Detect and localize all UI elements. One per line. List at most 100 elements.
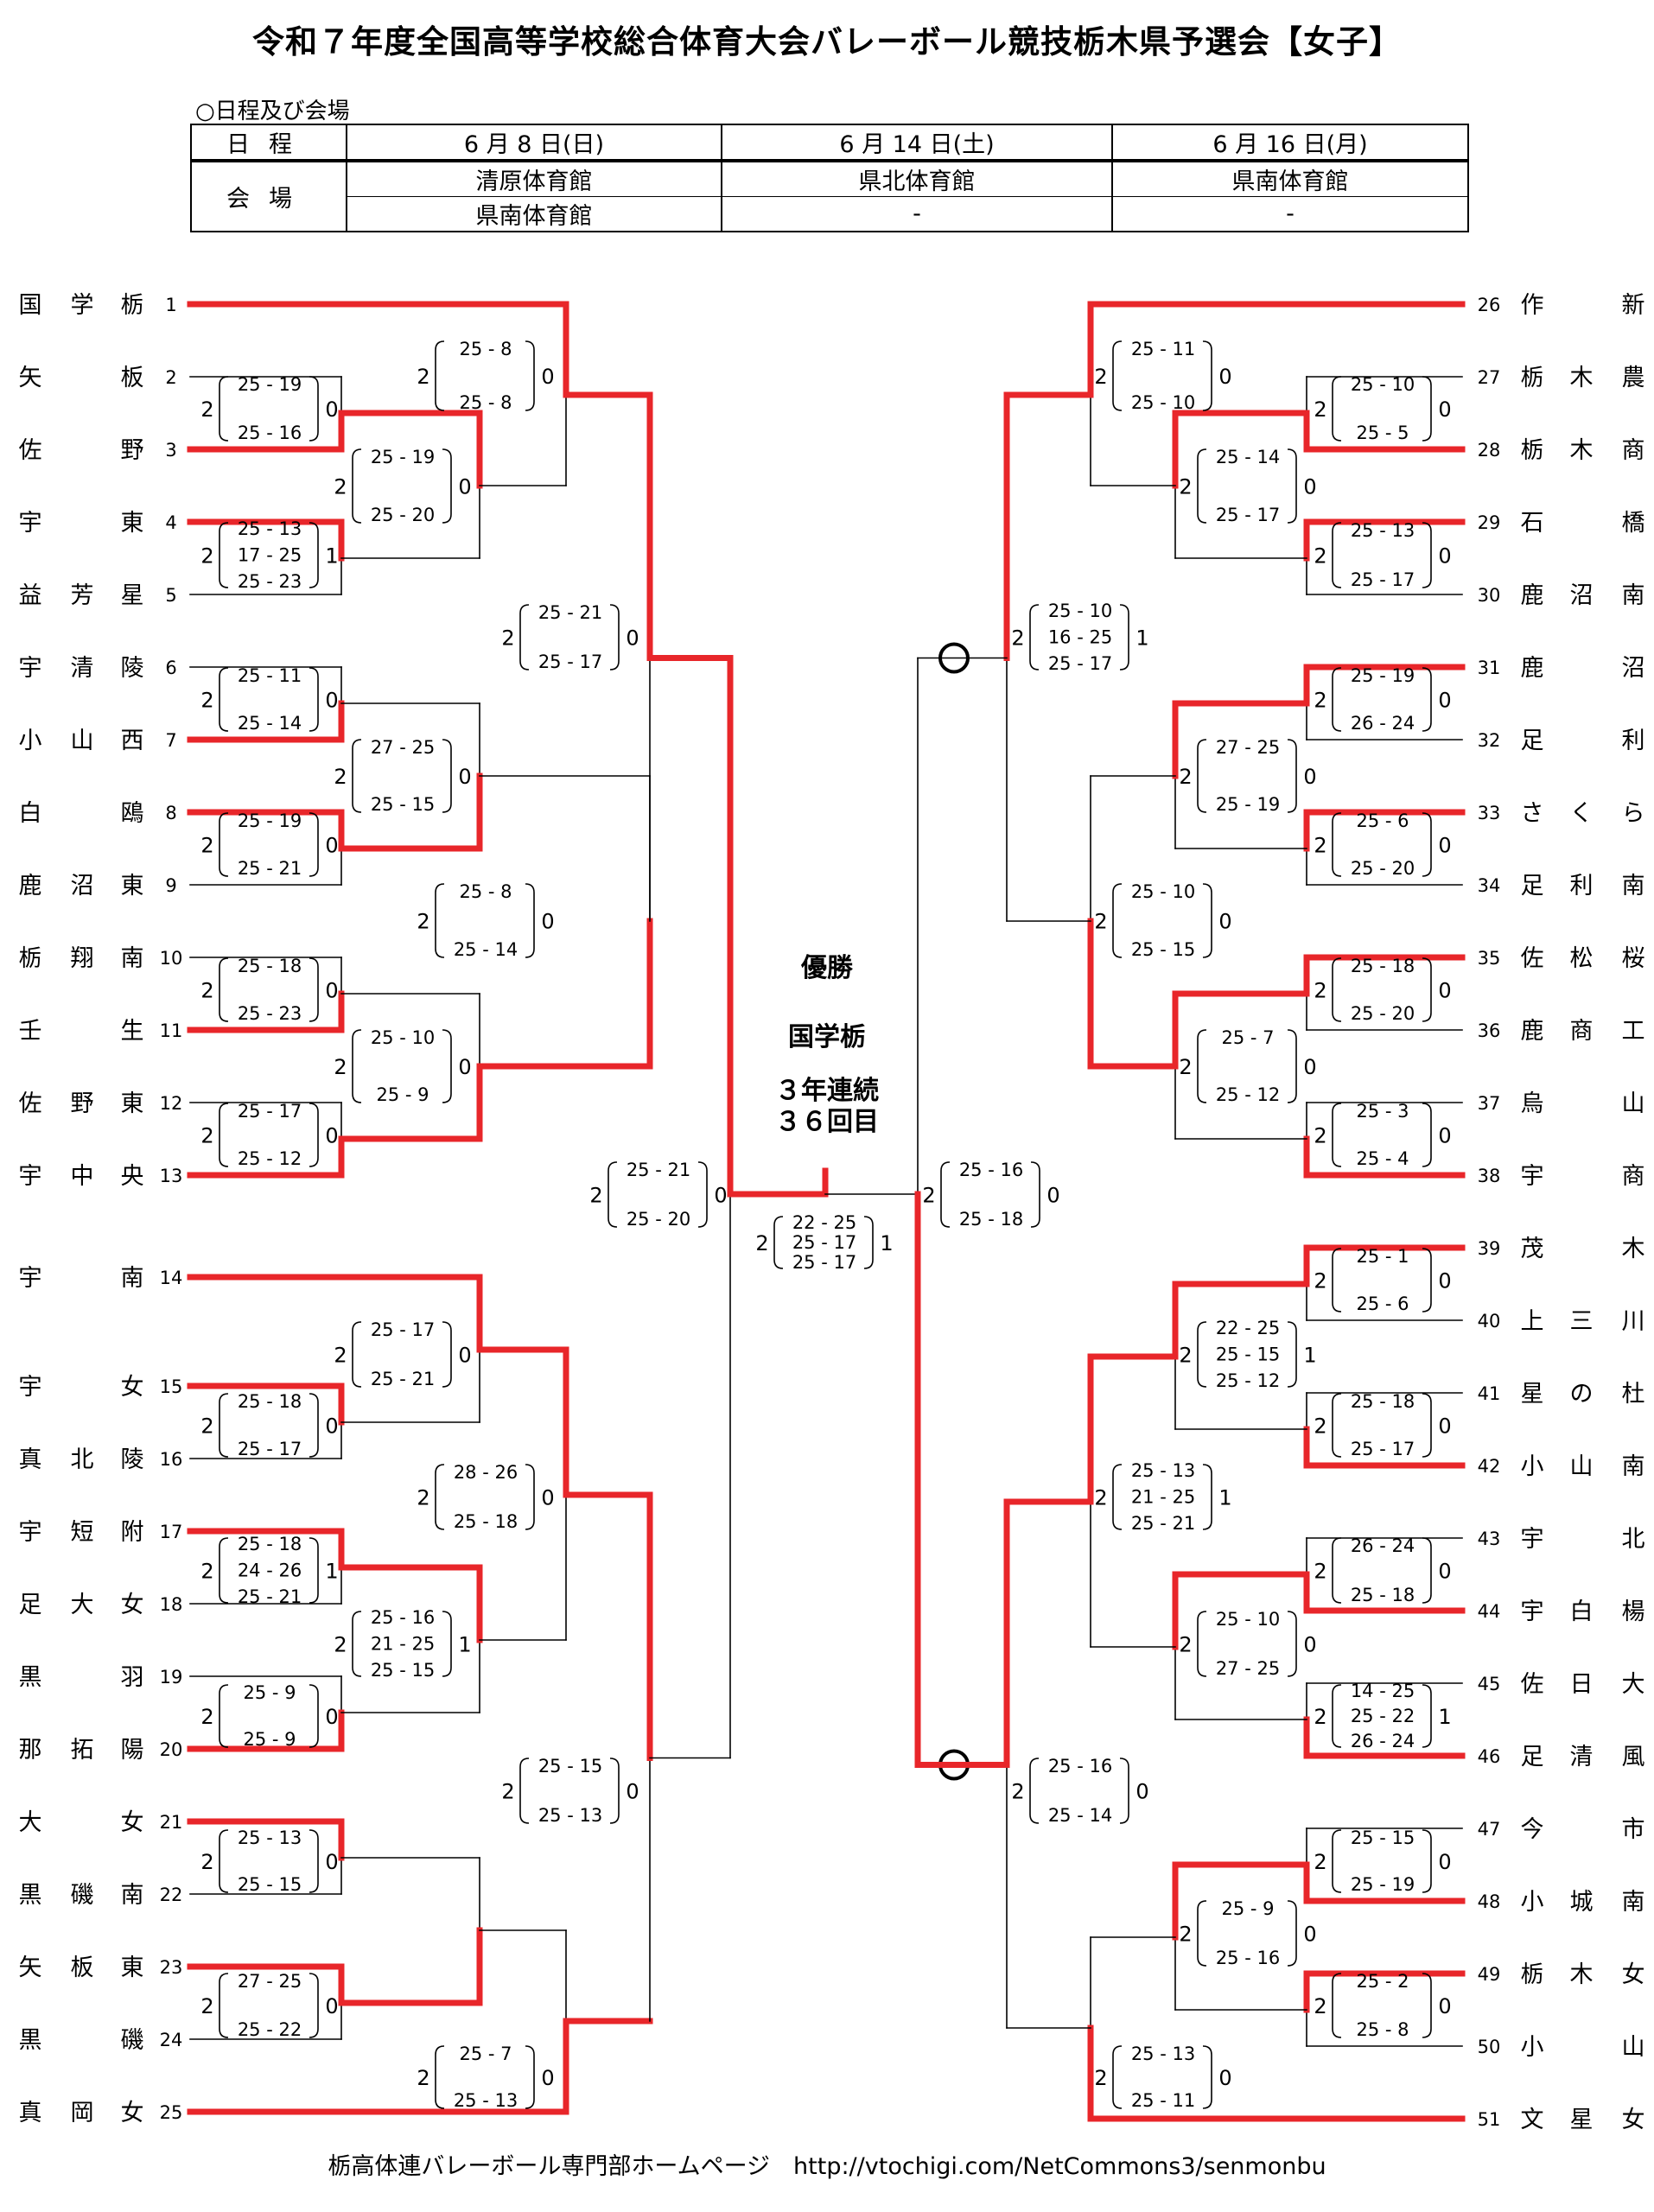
- match-sets-won: 2: [200, 1124, 213, 1148]
- match-sets-won: 2: [1094, 910, 1107, 934]
- set-score: 25 - 13: [1131, 2044, 1195, 2064]
- team-name-char: 東: [121, 873, 144, 899]
- team-name-char: 宇: [19, 1374, 42, 1401]
- schedule-venue-2a: 県北体育館: [721, 160, 1113, 197]
- score-bracket: [352, 1611, 362, 1677]
- set-score: 17 - 25: [238, 545, 302, 566]
- team-name-char: 鴎: [121, 800, 144, 827]
- set-score: 25 - 21: [627, 1160, 690, 1180]
- team-name-char: 野: [71, 1090, 94, 1117]
- team-name-char: 川: [1622, 1308, 1645, 1335]
- score-bracket: [219, 522, 229, 588]
- set-score: 25 - 11: [1131, 2090, 1195, 2111]
- match-sets-lost: 0: [1438, 979, 1451, 1003]
- team-name-char: 工: [1622, 1018, 1645, 1045]
- team-name-char: 東: [121, 1090, 144, 1117]
- set-score: 14 - 25: [1351, 1681, 1415, 1701]
- team-name-char: 黒: [19, 2027, 42, 2054]
- team-name-char: 女: [121, 2100, 144, 2126]
- match-sets-won: 2: [200, 979, 213, 1003]
- team-name-char: 央: [121, 1163, 144, 1190]
- score-bracket: [525, 340, 535, 411]
- score-bracket: [219, 812, 229, 877]
- score-bracket: [1422, 667, 1432, 732]
- match-sets-won: 2: [334, 1633, 347, 1657]
- set-score: 25 - 17: [792, 1252, 856, 1273]
- set-score: 25 - 14: [1048, 1805, 1112, 1826]
- team-name-char: 北: [71, 1446, 94, 1473]
- schedule-date-label: 日程: [190, 124, 347, 162]
- match-sets-lost: 1: [325, 544, 338, 569]
- set-score: 25 - 18: [238, 1391, 302, 1412]
- schedule-venue-3a: 県南体育館: [1111, 160, 1469, 197]
- score-bracket: [1287, 1900, 1297, 1967]
- team-name-char: 東: [121, 1955, 144, 1981]
- schedule-venue-3b: -: [1111, 196, 1469, 232]
- set-score: 25 - 16: [959, 1160, 1023, 1180]
- page-title: 令和７年度全国高等学校総合体育大会バレーボール競技栃木県予選会【女子】: [252, 23, 1402, 60]
- team-name-char: 木: [1570, 1961, 1594, 1988]
- team-name-char: 国: [19, 292, 42, 319]
- match-sets-won: 2: [1314, 1124, 1326, 1148]
- set-score: 25 - 14: [454, 939, 518, 960]
- team-seed: 27: [1478, 367, 1501, 388]
- score-bracket: [1422, 1684, 1432, 1748]
- team-name-char: 杜: [1622, 1381, 1645, 1408]
- team-name-char: 女: [121, 1592, 144, 1618]
- set-score: 25 - 21: [371, 1369, 435, 1389]
- team-name-char: 沼: [1622, 655, 1645, 682]
- match-sets-lost: 0: [1438, 397, 1451, 422]
- team-name-char: 宇: [19, 1519, 42, 1546]
- match-sets-lost: 0: [458, 765, 471, 789]
- set-score: 16 - 25: [1048, 627, 1112, 648]
- team-name-char: 沼: [1570, 582, 1594, 609]
- set-score: 25 - 1: [1356, 1246, 1409, 1267]
- team-name-char: 大: [71, 1592, 94, 1618]
- match-sets-won: 2: [200, 834, 213, 858]
- score-bracket: [1202, 1464, 1212, 1530]
- set-score: 27 - 25: [371, 737, 435, 758]
- score-bracket: [219, 1684, 229, 1748]
- score-bracket: [1197, 1900, 1207, 1967]
- score-bracket: [697, 1161, 708, 1228]
- team-seed: 25: [160, 2102, 183, 2123]
- team-name-char: 市: [1622, 1816, 1645, 1843]
- team-name-char: 風: [1622, 1744, 1645, 1770]
- match-sets-lost: 0: [541, 1486, 554, 1510]
- match-sets-lost: 0: [325, 1850, 338, 1874]
- match-sets-lost: 1: [325, 1560, 338, 1584]
- match-sets-won: 2: [1314, 1269, 1326, 1294]
- team-name-char: 沼: [71, 873, 94, 899]
- match-sets-won: 2: [334, 765, 347, 789]
- score-bracket: [1422, 376, 1432, 442]
- score-bracket: [525, 2045, 535, 2109]
- set-score: 25 - 15: [1351, 1827, 1415, 1848]
- set-score: 25 - 3: [1356, 1101, 1409, 1122]
- score-bracket: [863, 1216, 874, 1269]
- set-score: 25 - 9: [1221, 1898, 1274, 1919]
- score-bracket: [352, 1321, 362, 1388]
- set-score: 25 - 19: [238, 374, 302, 395]
- score-bracket: [219, 1537, 229, 1604]
- team-name-char: 大: [1622, 1671, 1645, 1698]
- match-sets-lost: 0: [1218, 2066, 1231, 2090]
- set-score: 25 - 9: [376, 1084, 429, 1105]
- score-bracket: [1422, 1248, 1432, 1313]
- team-name-char: 女: [1622, 1961, 1645, 1988]
- team-seed: 24: [160, 2030, 183, 2050]
- team-seed: 26: [1478, 295, 1501, 315]
- match-sets-lost: 0: [458, 1344, 471, 1368]
- team-name-char: 南: [1622, 1889, 1645, 1916]
- score-bracket: [1202, 2045, 1212, 2109]
- set-score: 27 - 25: [238, 1971, 302, 1992]
- team-seed: 48: [1478, 1891, 1501, 1912]
- score-bracket: [219, 1973, 229, 2038]
- team-name-char: 板: [71, 1955, 94, 1981]
- team-name-char: 商: [1622, 437, 1645, 464]
- team-name-char: 栃: [1521, 437, 1544, 464]
- team-seed: 32: [1478, 730, 1501, 751]
- set-score: 25 - 10: [1351, 374, 1415, 395]
- match-sets-lost: 0: [325, 1124, 338, 1148]
- set-score: 25 - 17: [792, 1232, 856, 1253]
